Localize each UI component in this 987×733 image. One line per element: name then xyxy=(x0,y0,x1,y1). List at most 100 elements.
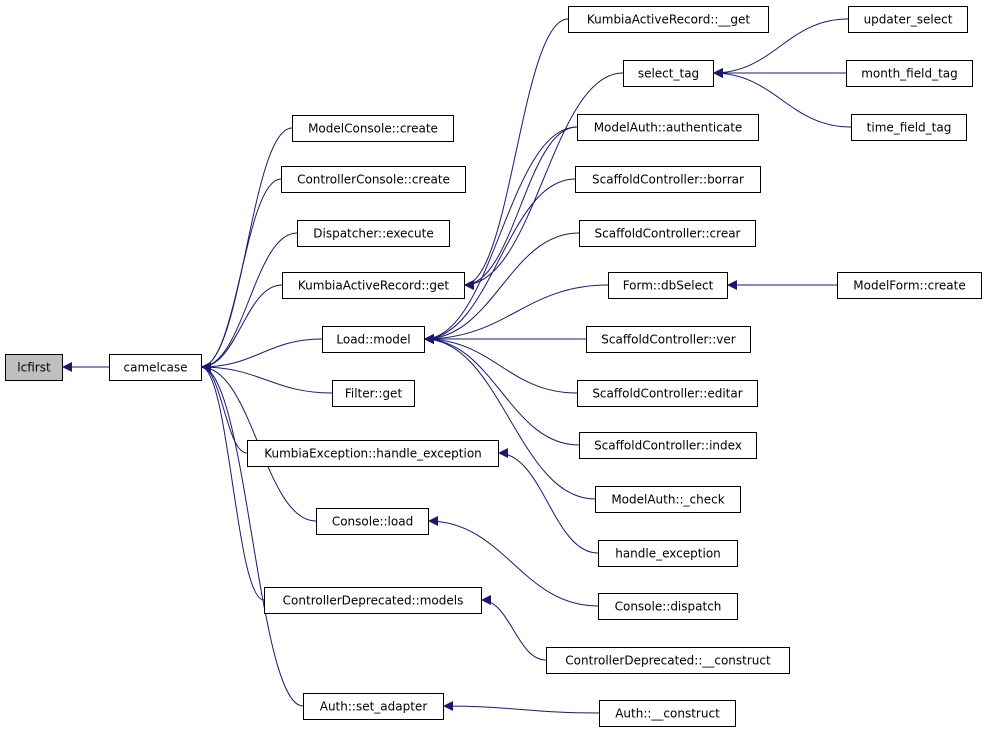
edge-handle_exception-to-kumbiaexception_handle_exception xyxy=(497,448,599,554)
node-box xyxy=(332,380,415,407)
node-label: select_tag xyxy=(638,67,699,81)
edge-filter_get-to-camelcase xyxy=(200,362,333,394)
node-box xyxy=(575,166,761,193)
edge-modelauth_authenticate-to-load_model xyxy=(423,126,578,344)
edge-kumbiaexception_handle_exception-to-camelcase xyxy=(200,362,248,454)
node-box xyxy=(623,60,714,87)
edge-console_dispatch-to-console_load xyxy=(427,516,599,607)
node-label: ControllerDeprecated::models xyxy=(283,594,464,608)
node-label: ScaffoldController::crear xyxy=(595,227,741,241)
node-box xyxy=(595,486,741,513)
node-label: KumbiaActiveRecord::__get xyxy=(587,13,751,27)
edge-kumbiaactiverecord___get-to-kumbiaactiverecord_get xyxy=(463,18,569,290)
node-scaffoldcontroller_ver[interactable]: ScaffoldController::ver xyxy=(586,326,751,353)
node-scaffoldcontroller_crear[interactable]: ScaffoldController::crear xyxy=(579,220,756,247)
node-box xyxy=(586,326,751,353)
edge-controllerconsole_create-to-camelcase xyxy=(200,178,282,372)
node-box xyxy=(322,326,425,353)
node-label: ModelConsole::create xyxy=(308,122,438,136)
edge-controllerdeprecated___construct-to-controllerdeprecated_models xyxy=(480,595,547,661)
node-box xyxy=(579,220,756,247)
edge-modelconsole_create-to-camelcase xyxy=(200,127,293,372)
node-box xyxy=(848,6,968,33)
node-label: ControllerConsole::create xyxy=(297,173,450,187)
node-box xyxy=(292,115,454,142)
edge-scaffoldcontroller_borrar-to-load_model xyxy=(423,178,576,344)
edge-dispatcher_execute-to-camelcase xyxy=(200,232,298,372)
node-box xyxy=(5,354,63,381)
node-label: ModelForm::create xyxy=(853,279,965,293)
node-filter_get[interactable]: Filter::get xyxy=(332,380,415,407)
node-label: Console::dispatch xyxy=(615,600,722,614)
node-label: Auth::set_adapter xyxy=(320,700,428,714)
node-label: Dispatcher::execute xyxy=(313,227,433,241)
node-auth___construct[interactable]: Auth::__construct xyxy=(599,700,736,727)
node-time_field_tag[interactable]: time_field_tag xyxy=(851,114,967,141)
node-label: Console::load xyxy=(332,515,413,529)
node-box xyxy=(851,114,967,141)
node-controllerconsole_create[interactable]: ControllerConsole::create xyxy=(281,166,466,193)
node-box xyxy=(297,220,450,247)
node-modelconsole_create[interactable]: ModelConsole::create xyxy=(292,115,454,142)
node-kumbiaactiverecord_get[interactable]: KumbiaActiveRecord::get xyxy=(282,272,465,299)
node-label: handle_exception xyxy=(615,547,721,561)
node-load_model[interactable]: Load::model xyxy=(322,326,425,353)
edge-modelauth_authenticate-to-kumbiaactiverecord_get xyxy=(463,126,578,290)
node-box xyxy=(316,508,429,535)
node-form_dbselect[interactable]: Form::dbSelect xyxy=(608,272,728,299)
edge-scaffoldcontroller_index-to-load_model xyxy=(423,334,580,446)
node-console_load[interactable]: Console::load xyxy=(316,508,429,535)
node-label: time_field_tag xyxy=(867,121,952,135)
node-label: month_field_tag xyxy=(861,67,958,81)
node-modelform_create[interactable]: ModelForm::create xyxy=(837,272,982,299)
node-box xyxy=(109,354,202,381)
node-handle_exception[interactable]: handle_exception xyxy=(598,540,738,567)
node-select_tag[interactable]: select_tag xyxy=(623,60,714,87)
node-month_field_tag[interactable]: month_field_tag xyxy=(846,60,973,87)
node-box xyxy=(577,114,759,141)
node-box xyxy=(546,647,790,674)
node-box xyxy=(568,6,769,33)
node-box xyxy=(598,540,738,567)
edges xyxy=(62,18,852,714)
node-label: KumbiaException::handle_exception xyxy=(264,447,482,461)
node-label: Auth::__construct xyxy=(615,707,720,721)
node-label: ScaffoldController::borrar xyxy=(592,173,744,187)
node-label: ScaffoldController::ver xyxy=(601,333,736,347)
node-label: ModelAuth::_check xyxy=(611,493,724,507)
node-scaffoldcontroller_borrar[interactable]: ScaffoldController::borrar xyxy=(575,166,761,193)
node-camelcase[interactable]: camelcase xyxy=(109,354,202,381)
edge-updater_select-to-select_tag xyxy=(712,18,849,78)
node-label: Form::dbSelect xyxy=(623,279,714,293)
node-console_dispatch[interactable]: Console::dispatch xyxy=(598,593,738,620)
node-label: KumbiaActiveRecord::get xyxy=(298,279,450,293)
node-box xyxy=(247,440,499,467)
node-box xyxy=(264,587,482,614)
node-label: ScaffoldController::index xyxy=(594,439,742,453)
node-box xyxy=(598,593,738,620)
node-updater_select[interactable]: updater_select xyxy=(848,6,968,33)
node-scaffoldcontroller_index[interactable]: ScaffoldController::index xyxy=(579,432,757,459)
node-dispatcher_execute[interactable]: Dispatcher::execute xyxy=(297,220,450,247)
node-scaffoldcontroller_editar[interactable]: ScaffoldController::editar xyxy=(577,380,758,407)
node-box xyxy=(837,272,982,299)
node-box xyxy=(281,166,466,193)
node-lcfirst[interactable]: lcfirst xyxy=(5,354,63,381)
node-controllerdeprecated_models[interactable]: ControllerDeprecated::models xyxy=(264,587,482,614)
node-box xyxy=(599,700,736,727)
node-label: ControllerDeprecated::__construct xyxy=(565,654,771,668)
node-modelauth__check[interactable]: ModelAuth::_check xyxy=(595,486,741,513)
node-auth_set_adapter[interactable]: Auth::set_adapter xyxy=(303,693,444,720)
node-label: ModelAuth::authenticate xyxy=(594,121,743,135)
node-kumbiaexception_handle_exception[interactable]: KumbiaException::handle_exception xyxy=(247,440,499,467)
node-box xyxy=(846,60,973,87)
edge-scaffoldcontroller_editar-to-load_model xyxy=(423,334,578,394)
node-modelauth_authenticate[interactable]: ModelAuth::authenticate xyxy=(577,114,759,141)
edge-auth___construct-to-auth_set_adapter xyxy=(442,701,600,714)
node-kumbiaactiverecord___get[interactable]: KumbiaActiveRecord::__get xyxy=(568,6,769,33)
node-label: updater_select xyxy=(864,13,953,27)
edge-kumbiaactiverecord_get-to-camelcase xyxy=(200,284,283,372)
edge-modelauth__check-to-load_model xyxy=(423,334,596,500)
node-controllerdeprecated___construct[interactable]: ControllerDeprecated::__construct xyxy=(546,647,790,674)
